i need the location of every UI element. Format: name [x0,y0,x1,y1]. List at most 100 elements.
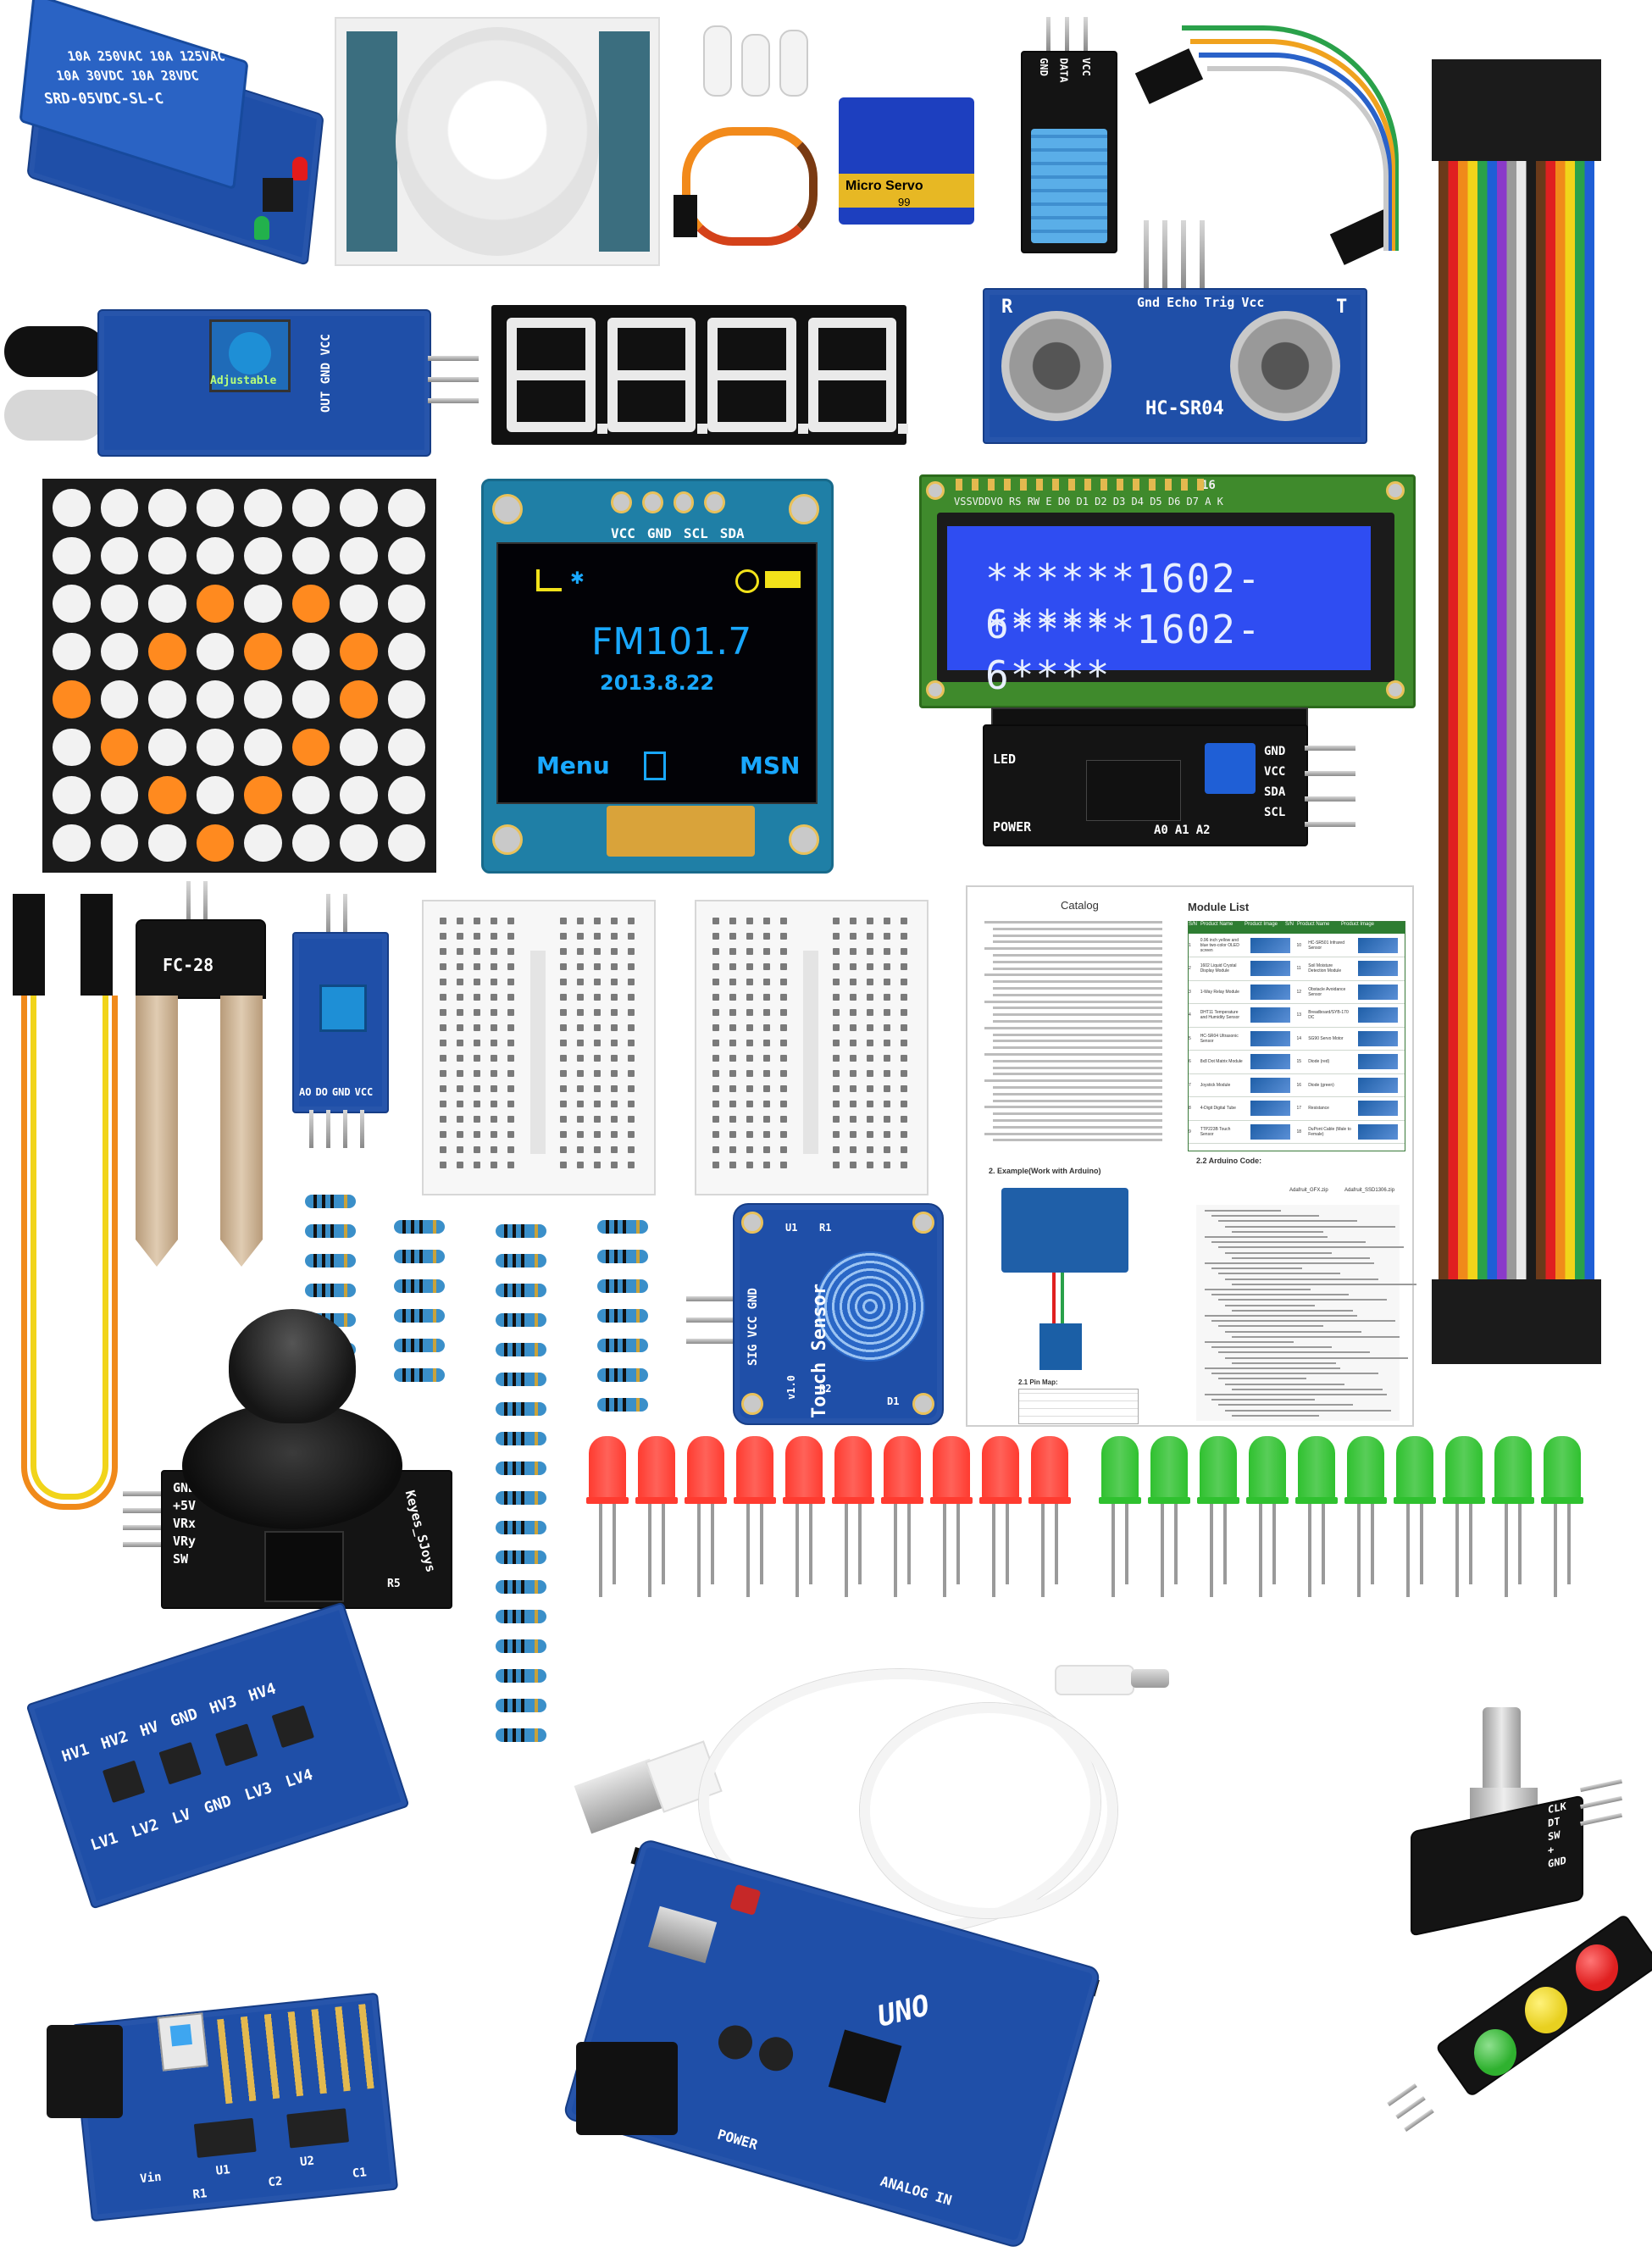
breadboard-hole [867,1009,873,1016]
breadboard-hole [850,1162,856,1168]
matrix-dot [340,489,378,527]
breadboard-hole [763,1131,770,1138]
pir-dome [396,27,599,256]
breadboard-hole [507,1101,514,1107]
matrix-dot [196,489,234,527]
ribbon-bottom-connectors [1432,1279,1601,1364]
uno-reset-button [729,1883,762,1916]
uno-power-label: POWER [715,2126,760,2153]
i2c-pin-scl: SCL [1264,806,1286,819]
code-line [1211,1241,1366,1244]
breadboard-hole [901,1055,907,1062]
breadboard-hole [474,1131,480,1138]
code-line [1232,1309,1353,1312]
module-cell [1358,1123,1398,1140]
toc-line [993,954,1162,957]
matrix-dot [340,728,378,766]
module-name-cell: Joystick Module [1200,1082,1231,1088]
led-leg [845,1504,848,1597]
led-leg [1357,1504,1361,1597]
breadboard-hole [440,994,446,1001]
breadboard-hole [867,979,873,985]
breadboard-hole [474,1055,480,1062]
module-cell [1358,961,1398,976]
led-leg [599,1504,602,1597]
dht-pin-gnd: GND [1037,58,1050,76]
led-rim [1541,1497,1583,1504]
ir-obstacle-sensor: Adjustable OUT GND VCC [4,309,479,458]
traffic-light-module [1381,1913,1652,2139]
breadboard-hole [577,994,584,1001]
breadboard-hole [628,963,635,970]
module-name-cell: HC-SR04 Ultrasonic Sensor [1200,1033,1239,1044]
matrix-dot [100,824,138,862]
module-cell: 12 [1296,989,1302,995]
breadboard-hole [594,1024,601,1031]
col-sn: S/N [1189,922,1198,927]
breadboard-hole [867,948,873,955]
code-line [1211,1267,1302,1270]
breadboard-hole [594,1055,601,1062]
breadboard-hole [474,963,480,970]
i2c-pin-labels: GND VCC SDA SCL [1264,745,1285,819]
breadboard-hole [850,1085,856,1092]
breadboard-hole [611,994,618,1001]
relay-led-green [254,216,269,240]
matrix-dot [100,680,138,718]
toc-line [993,980,1162,984]
breadboard-hole [746,1024,753,1031]
breadboard-hole [440,948,446,955]
breadboard-hole [577,1070,584,1077]
breadboard-hole [628,994,635,1001]
breadboard-hole [560,1009,567,1016]
breadboard-hole [901,1070,907,1077]
breadboard-hole [628,1070,635,1077]
breadboard-hole [867,1040,873,1046]
lcd-screen: ******1602-6**** ******1602-6**** [947,526,1371,698]
breadboard-hole [628,1162,635,1168]
led-leg [1223,1504,1227,1584]
breadboard-hole [901,1116,907,1123]
matrix-dot [291,536,330,574]
breadboard-hole [850,963,856,970]
module-cell: 3 [1189,989,1191,995]
breadboard-hole [833,1162,840,1168]
breadboard-hole [611,1055,618,1062]
relay-module: 10A 250VAC 10A 125VAC 10A 30VDC 10A 28VD… [8,0,335,267]
breadboard-hole [746,933,753,940]
breadboard-hole [850,1101,856,1107]
breadboard-hole [457,1085,463,1092]
breadboard-hole [850,1116,856,1123]
led-rim [832,1497,874,1504]
pm-vin: Vin [139,2170,163,2187]
resistor [472,1699,570,1712]
resistor [370,1250,468,1263]
code-line [1205,1210,1281,1212]
breadboard-hole [867,1055,873,1062]
breadboard-hole [763,948,770,955]
led-leg [1055,1504,1058,1584]
matrix-dot [244,585,282,623]
segment-dot [697,424,707,434]
breadboard-hole [628,948,635,955]
resistor [574,1339,672,1352]
led-leg [1161,1504,1164,1597]
relay-terminal [263,178,293,212]
hv-label: HV [137,1717,161,1741]
breadboard-hole [611,1131,618,1138]
module-cell [1358,1030,1398,1046]
breadboard-hole [560,1101,567,1107]
module-cell: 14 [1296,1035,1302,1041]
module-cell [1250,1030,1290,1046]
led-leg [1041,1504,1045,1597]
breadboard-hole [628,1146,635,1153]
code-line [1232,1388,1383,1390]
breadboard-hole [507,1009,514,1016]
breadboard-hole [611,1040,618,1046]
breadboard-hole [474,1040,480,1046]
breadboard-hole [457,933,463,940]
breadboard-hole [560,1162,567,1168]
matrix-dot [244,680,282,718]
breadboard-hole [577,948,584,955]
